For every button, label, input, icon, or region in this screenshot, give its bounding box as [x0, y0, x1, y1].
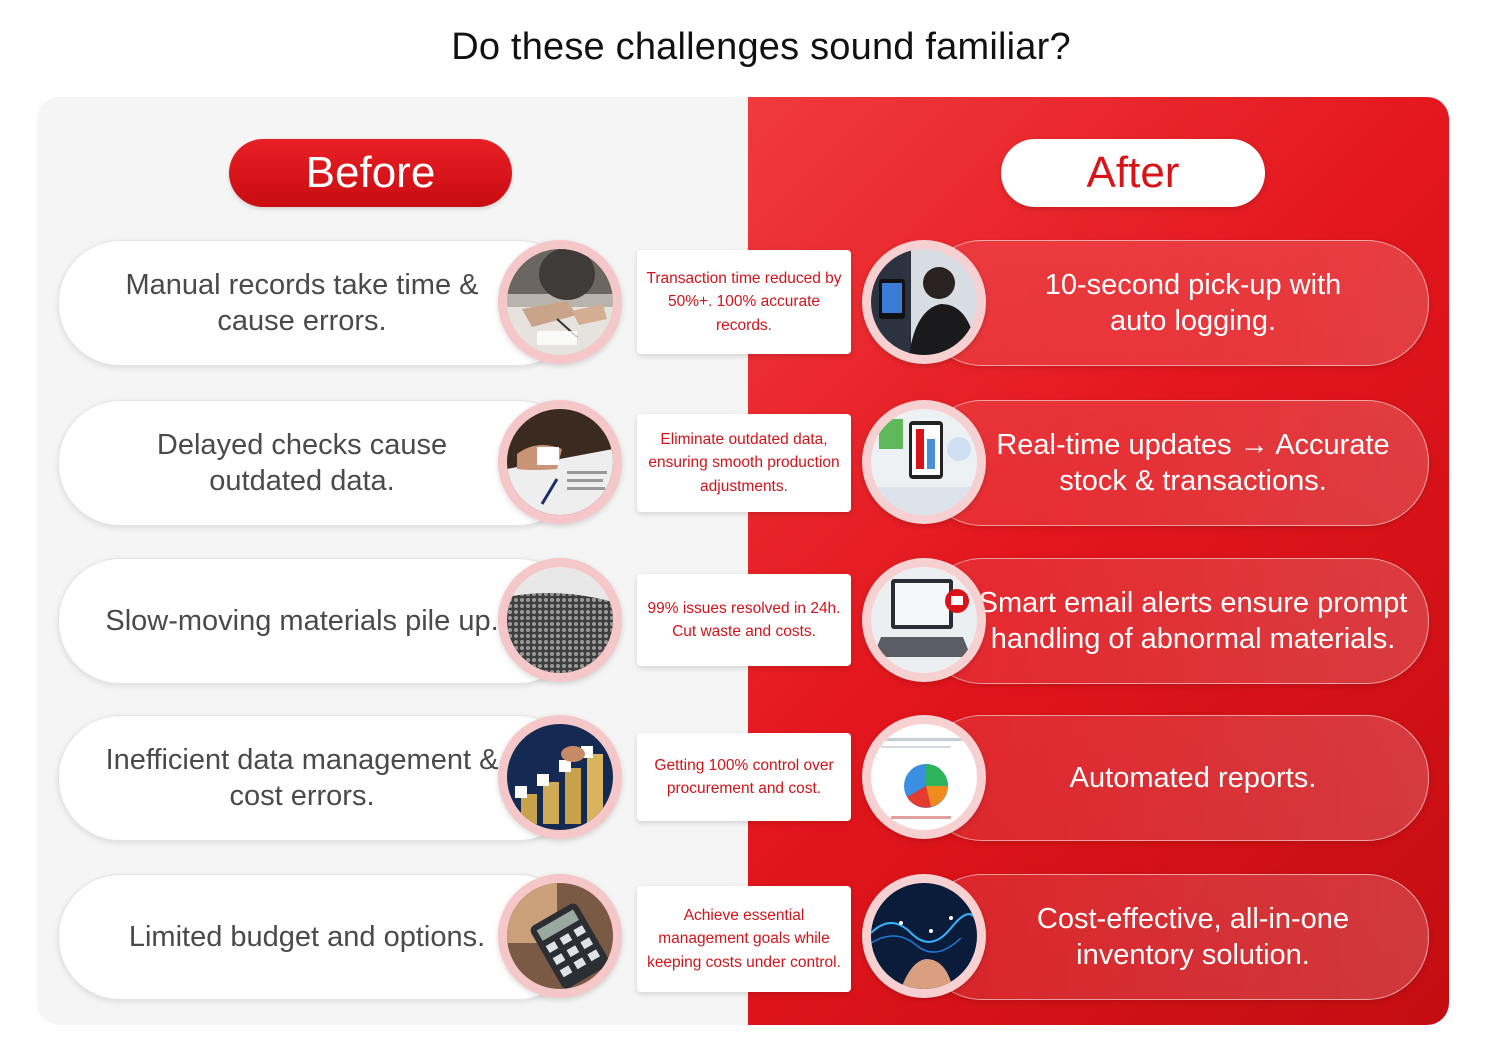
before-card: Limited budget and options. [58, 874, 580, 1000]
after-image [862, 715, 986, 839]
after-text: Real-time updates → Accurate stock & tra… [996, 429, 1390, 497]
benefit-note: Eliminate outdated data, ensuring smooth… [637, 414, 851, 512]
before-text: Delayed checks cause outdated data. [156, 429, 448, 497]
benefit-note: Getting 100% control over procurement an… [637, 733, 851, 821]
after-card: Real-time updates → Accurate stock & tra… [920, 400, 1429, 526]
after-panel [748, 97, 1449, 1025]
after-text: Smart email alerts ensure prompt handlin… [978, 587, 1408, 655]
before-image [498, 558, 622, 682]
pie-chart-report-icon [871, 724, 977, 830]
after-card: Smart email alerts ensure prompt handlin… [920, 558, 1429, 684]
before-image [498, 400, 622, 524]
after-text: Automated reports. [1069, 762, 1317, 794]
after-image [862, 240, 986, 364]
before-card: Manual records take time & cause errors. [58, 240, 580, 366]
digital-cost-hand-photo-icon [871, 883, 977, 989]
coin-stacks-photo-icon [507, 724, 613, 830]
benefit-note: Transaction time reduced by 50%+. 100% a… [637, 250, 851, 354]
writing-hands-photo-icon [507, 249, 613, 355]
after-text: 10-second pick-up with auto logging. [1044, 269, 1342, 337]
before-card: Inefficient data management & cost error… [58, 715, 580, 841]
before-text: Manual records take time & cause errors. [125, 269, 479, 337]
before-text: Slow-moving materials pile up. [105, 605, 499, 637]
before-card: Delayed checks cause outdated data. [58, 400, 580, 526]
after-card: Automated reports. [920, 715, 1429, 841]
benefit-note: Achieve essential management goals while… [637, 886, 851, 992]
before-image [498, 715, 622, 839]
before-text: Inefficient data management & cost error… [105, 744, 499, 812]
after-heading: After [1001, 139, 1265, 207]
tablet-dashboard-photo-icon [871, 409, 977, 515]
after-card: 10-second pick-up with auto logging. [920, 240, 1429, 366]
scanner-kiosk-photo-icon [871, 249, 977, 355]
after-image [862, 400, 986, 524]
after-text: Cost-effective, all-in-one inventory sol… [1036, 903, 1350, 971]
after-image [862, 558, 986, 682]
calculator-budget-photo-icon [507, 883, 613, 989]
material-pile-photo-icon [507, 567, 613, 673]
after-card: Cost-effective, all-in-one inventory sol… [920, 874, 1429, 1000]
before-card: Slow-moving materials pile up. [58, 558, 580, 684]
paperwork-photo-icon [507, 409, 613, 515]
laptop-email-photo-icon [871, 567, 977, 673]
page-title: Do these challenges sound familiar? [451, 26, 1071, 68]
benefit-note: 99% issues resolved in 24h. Cut waste an… [637, 574, 851, 666]
before-heading: Before [229, 139, 512, 207]
before-text: Limited budget and options. [128, 921, 486, 953]
before-image [498, 240, 622, 364]
before-image [498, 874, 622, 998]
after-image [862, 874, 986, 998]
